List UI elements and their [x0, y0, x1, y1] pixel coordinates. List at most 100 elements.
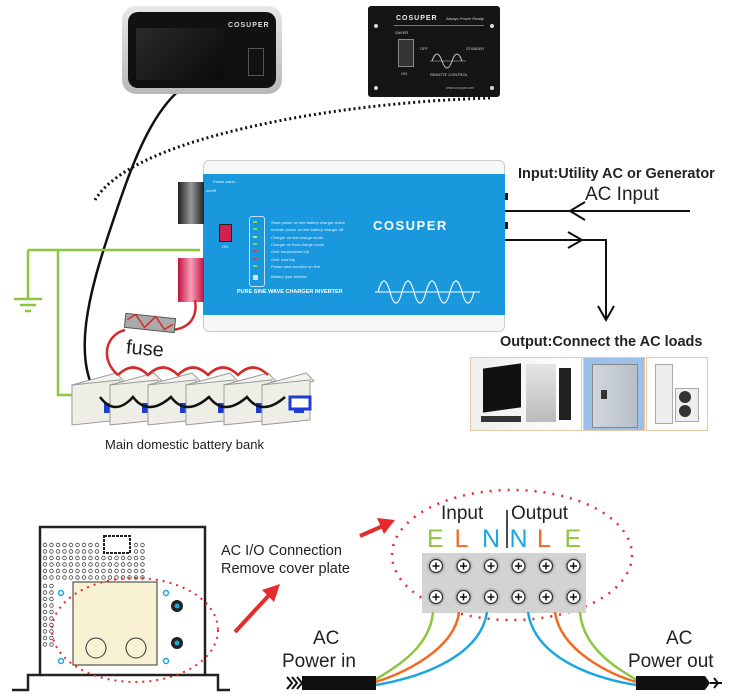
led-label: Battery type selector [271, 274, 308, 280]
power-saver-label: Power saver [213, 179, 236, 184]
remote-brand: COSUPER [396, 15, 438, 22]
inverter-front-panel [12, 525, 230, 692]
inverter-power-switch[interactable] [219, 224, 232, 242]
ac-input-arrow-icon [568, 201, 586, 221]
status-led [253, 221, 257, 223]
terminal-screw[interactable] [537, 557, 555, 575]
battery-icon [261, 372, 315, 426]
terminal-screw[interactable] [454, 557, 473, 575]
power-out-cable [636, 676, 710, 690]
remote-off-label: OFF [420, 46, 428, 51]
lcd-remote-cable [83, 83, 187, 401]
lcd-remote: COSUPER [122, 6, 282, 94]
ac-wires [374, 611, 638, 687]
terminal-screw[interactable] [454, 588, 473, 606]
terminal-screw[interactable] [564, 557, 583, 575]
remote-standby-label: STANDBY [466, 46, 485, 51]
led-label: Inverter power on line battery charger o… [271, 227, 343, 233]
battery-positive-links [117, 366, 269, 377]
terminal-screw[interactable] [482, 557, 500, 575]
led-label: Over temperature trip [271, 249, 310, 255]
inverter-body: Power saver on/off ON COSUPER PURE SINE … [203, 174, 505, 315]
lcd-buttons[interactable] [248, 48, 264, 76]
terminal-letter: N [509, 525, 528, 553]
inverter-on-label: ON [222, 244, 228, 249]
terminal-highlight [390, 488, 634, 622]
terminal-screw[interactable] [509, 557, 528, 575]
remote-caption: REMOTE CONTROL [430, 72, 468, 77]
inverter-brand: COSUPER [373, 218, 448, 233]
ac-output-arrow-down-icon [597, 305, 615, 323]
terminal-output-label: Output [511, 503, 569, 524]
cover-plate-highlight [51, 577, 219, 683]
led-panel [249, 216, 265, 287]
power-switch-side-label: on/off [206, 188, 216, 193]
battery-negative-links [99, 395, 286, 409]
annotation-arrow-icon [359, 518, 395, 538]
battery-label-icon [288, 395, 312, 411]
remote-on-label: ON [401, 71, 407, 76]
lcd-brand: COSUPER [228, 22, 270, 29]
terminal-screw[interactable] [482, 588, 500, 606]
terminal-letter: E [564, 525, 582, 553]
inverter-sine-wave-icon [377, 280, 475, 304]
status-led [253, 264, 257, 267]
battery-icon [147, 372, 201, 426]
terminal-letter: L [454, 525, 469, 553]
power-out-label: Power out [628, 651, 714, 672]
remote-sine-wave-icon [431, 53, 463, 69]
terminal-screw[interactable] [427, 588, 445, 606]
battery-icon [71, 372, 125, 426]
terminal-screw[interactable] [509, 588, 528, 606]
power-out-ac-label: AC [666, 628, 693, 649]
remote-control-panel: COSUPER Always Power Ready SAVER OFF ON … [368, 6, 500, 97]
led-label: Charger on float charge mode [271, 241, 325, 247]
terminal-input-label: Input [441, 503, 484, 524]
ac-input-label: AC Input [585, 184, 659, 205]
status-led [253, 242, 257, 245]
dc-connector-red [178, 258, 204, 302]
load-computer-image [470, 357, 582, 431]
battery-icon [185, 372, 239, 426]
terminal-letter: E [427, 525, 444, 553]
remote-saver-label: SAVER [395, 30, 409, 35]
battery-type-selector-button[interactable] [253, 275, 258, 281]
led-label: Charger on fast charge mode [271, 234, 324, 240]
status-led [253, 235, 257, 238]
input-source-label: Input:Utility AC or Generator [518, 166, 715, 182]
io-connection-label: AC I/O Connection [221, 543, 342, 559]
power-out-connector-icon [710, 677, 722, 689]
status-led [253, 228, 257, 231]
power-in-ac-label: AC [313, 628, 340, 649]
terminal-screw[interactable] [427, 557, 445, 575]
power-in-label: Power in [282, 651, 356, 672]
ground-symbol-icon [14, 297, 42, 313]
status-led [253, 257, 257, 260]
terminal-screw[interactable] [564, 588, 583, 606]
load-air-conditioner-image [646, 357, 708, 431]
remote-tagline: Always Power Ready [446, 16, 484, 21]
lcd-screen [136, 28, 224, 80]
ac-output-arrow-right-icon [567, 231, 585, 249]
load-cabinet-image [583, 357, 645, 431]
terminal-screw[interactable] [537, 588, 555, 606]
led-label: Over load trip [271, 256, 296, 262]
remove-cover-label: Remove cover plate [221, 561, 350, 577]
status-led [253, 250, 257, 253]
power-in-connector-icon [286, 676, 304, 690]
input-terminal [502, 193, 508, 200]
power-in-cable [302, 676, 376, 690]
ac-output-wire [505, 239, 607, 320]
battery-bank-label: Main domestic battery bank [105, 437, 264, 452]
output-terminal [502, 222, 508, 229]
terminal-block [422, 553, 586, 613]
led-label: Store power on line battery charger acti… [271, 220, 346, 225]
terminal-letter: N [482, 525, 501, 553]
inverter-subtitle: PURE SINE WAVE CHARGER INVERTER [237, 289, 343, 295]
dc-connector-black [178, 182, 204, 224]
remote-power-switch[interactable] [398, 39, 414, 67]
led-label: Power save function on line [271, 263, 320, 269]
output-loads-label: Output:Connect the AC loads [500, 334, 703, 350]
